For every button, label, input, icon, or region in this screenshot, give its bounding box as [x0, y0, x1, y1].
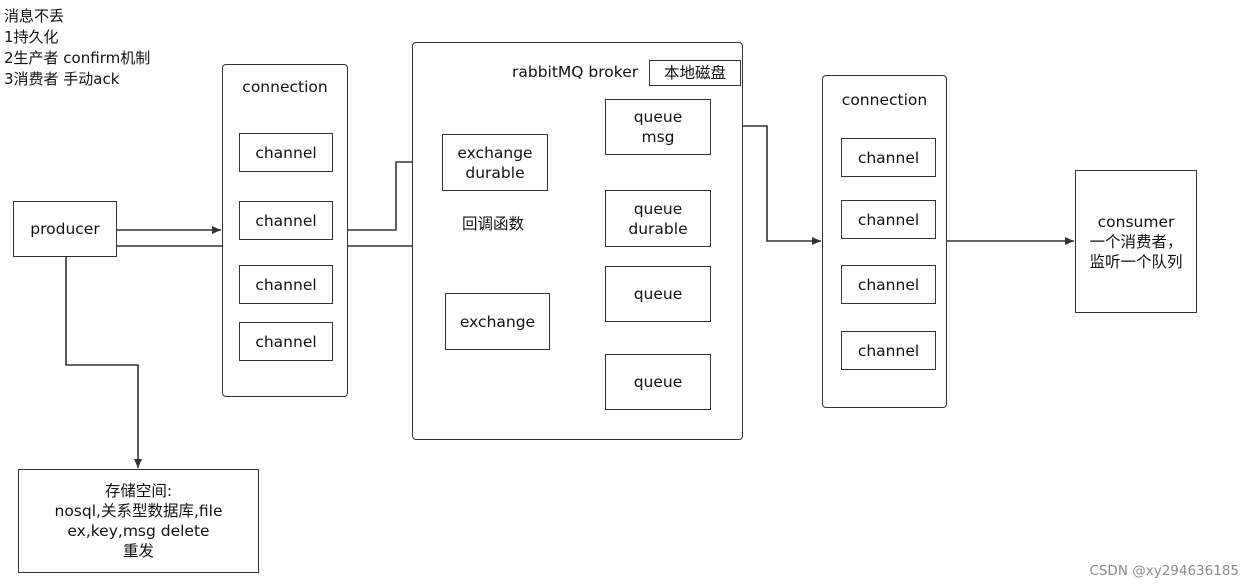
channel-label: channel — [255, 143, 317, 162]
channel-label: channel — [255, 211, 317, 230]
storage-line: nosql,关系型数据库,file — [54, 502, 223, 520]
arrow-producer-to-storage — [65, 256, 142, 468]
local-disk-label: 本地磁盘 — [663, 64, 726, 82]
left-channel-4: channel — [239, 322, 333, 361]
channel-label: channel — [255, 332, 317, 351]
left-connection-title: connection — [242, 78, 328, 96]
local-disk-box: 本地磁盘 — [649, 60, 741, 86]
exchange-label: exchange — [459, 312, 536, 331]
right-channel-3: channel — [841, 265, 936, 304]
queue-durable-line: durable — [628, 219, 688, 238]
note-line: 3消费者 手动ack — [4, 70, 120, 88]
exchange-durable-line: durable — [465, 163, 525, 182]
consumer-line: consumer — [1097, 212, 1175, 231]
left-channel-1: channel — [239, 133, 333, 172]
channel-label: channel — [255, 275, 317, 294]
producer-box: producer — [13, 201, 117, 257]
channel-label: channel — [857, 275, 920, 294]
channel-label: channel — [857, 210, 920, 229]
exchange-durable-box: exchange durable — [442, 134, 548, 191]
exchange-durable-line: exchange — [457, 143, 533, 162]
queue-msg-line: queue — [633, 108, 683, 126]
queue-box-a: queue — [605, 266, 711, 322]
left-channel-2: channel — [239, 201, 333, 240]
queue-msg-line: msg — [641, 128, 675, 146]
queue-msg-box: queue msg — [605, 99, 711, 155]
left-channel-3: channel — [239, 265, 333, 304]
storage-line: ex,key,msg delete — [67, 522, 210, 540]
queue-box-b: queue — [605, 354, 711, 410]
consumer-box: consumer 一个消费者， 监听一个队列 — [1075, 170, 1197, 313]
channel-label: channel — [857, 341, 920, 360]
storage-box: 存储空间: nosql,关系型数据库,file ex,key,msg delet… — [18, 469, 259, 573]
note-line: 1持久化 — [4, 28, 59, 46]
right-channel-1: channel — [841, 138, 936, 177]
note-line: 消息不丢 — [4, 7, 65, 25]
producer-label: producer — [30, 220, 100, 238]
right-connection-title: connection — [841, 91, 928, 109]
broker-title: rabbitMQ broker — [512, 63, 639, 81]
watermark: CSDN @xy294636185 — [1089, 563, 1239, 579]
notes: 消息不丢 1持久化 2生产者 confirm机制 3消费者 手动ack — [4, 6, 150, 90]
channel-label: channel — [857, 148, 920, 167]
note-line: 2生产者 confirm机制 — [4, 49, 151, 67]
queue-label: queue — [633, 373, 683, 391]
queue-durable-box: queue durable — [605, 190, 711, 247]
right-channel-4: channel — [841, 331, 936, 370]
callback-label: 回调函数 — [462, 215, 525, 233]
right-channel-2: channel — [841, 200, 936, 239]
exchange-box: exchange — [445, 293, 550, 350]
storage-line: 存储空间: — [104, 482, 173, 500]
queue-label: queue — [633, 285, 683, 303]
storage-line: 重发 — [122, 542, 154, 560]
queue-durable-line: queue — [633, 199, 683, 218]
consumer-line: 一个消费者， — [1089, 232, 1183, 251]
consumer-line: 监听一个队列 — [1089, 252, 1183, 271]
